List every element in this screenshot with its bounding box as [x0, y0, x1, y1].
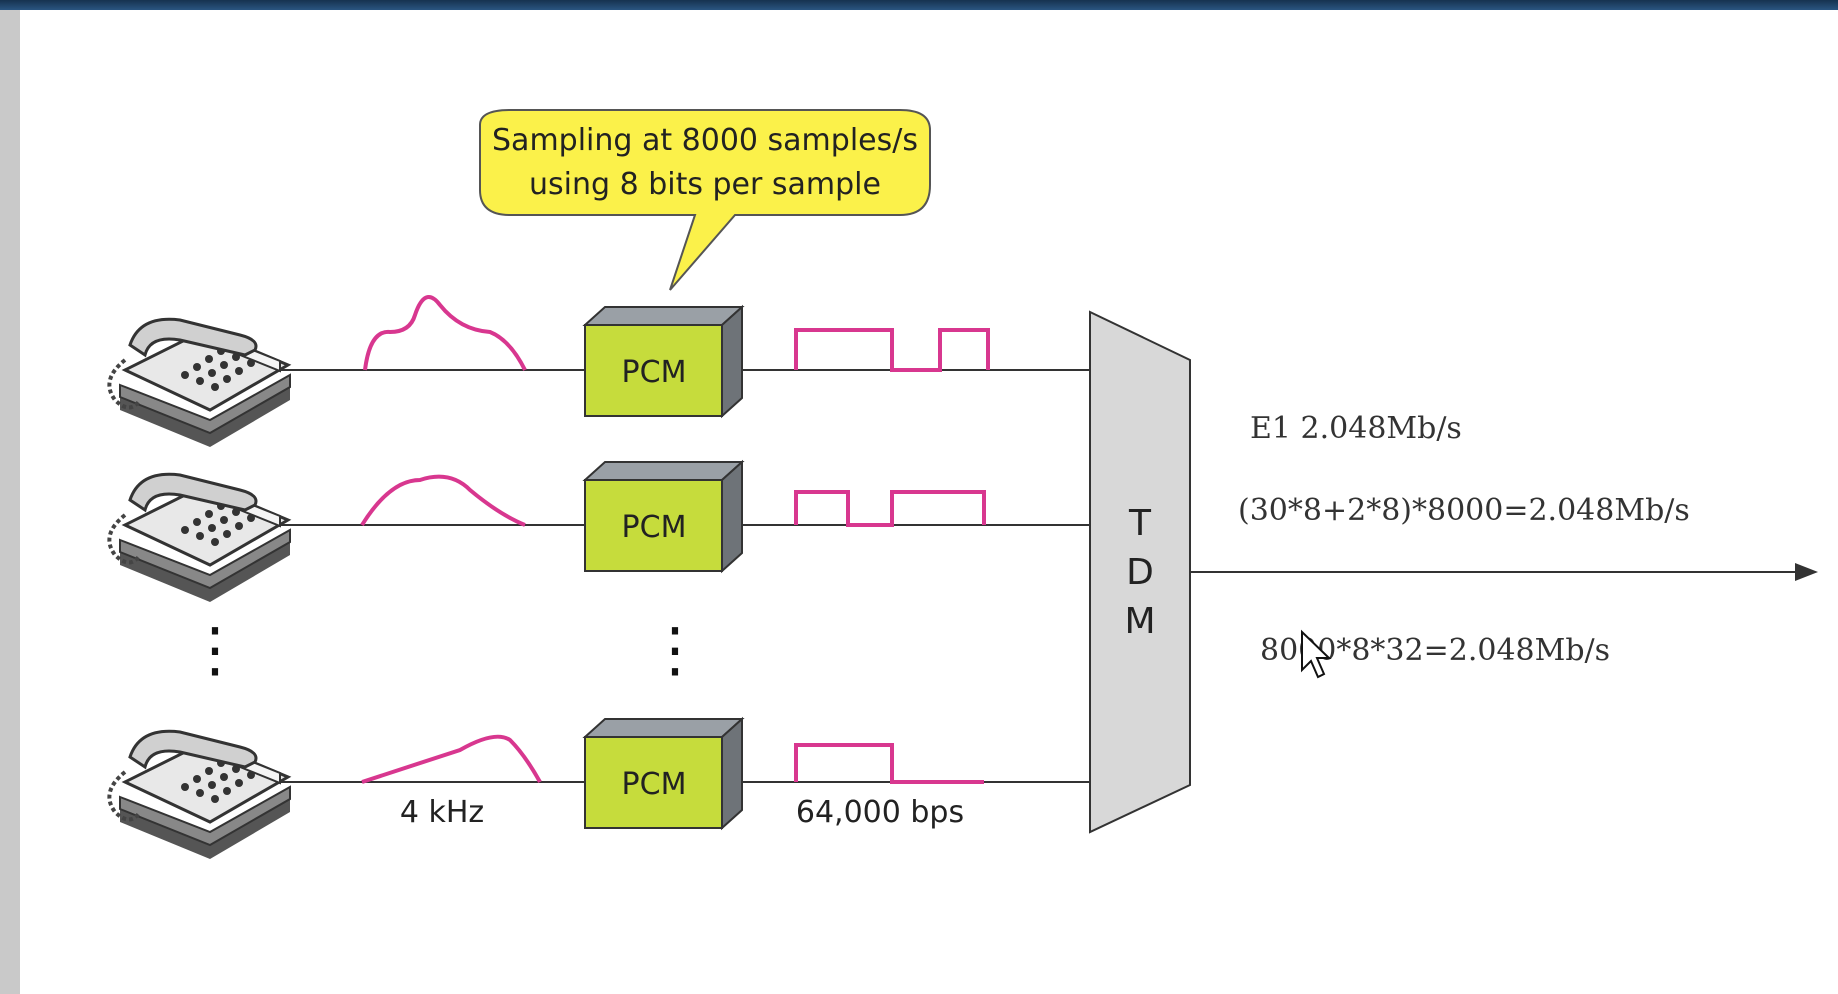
channel-ellipsis-middle: ⋮	[645, 615, 705, 685]
channel-1: PCM	[107, 295, 1090, 449]
pcm-encoder: PCM	[582, 716, 745, 831]
sampling-callout: Sampling at 8000 samples/s using 8 bits …	[479, 109, 931, 291]
tdm-letter-d: D	[1126, 552, 1154, 593]
annotation-e1-rate: E1 2.048Mb/s	[1250, 411, 1462, 446]
tdm-letter-t: T	[1128, 503, 1152, 544]
title-bar	[0, 0, 1838, 10]
callout-line-1: Sampling at 8000 samples/s	[492, 123, 918, 158]
tdm-letter-m: M	[1124, 601, 1155, 642]
annotation-frame-calc: (30*8+2*8)*8000=2.048Mb/s	[1238, 493, 1690, 528]
digital-signal	[794, 328, 990, 372]
digital-signal	[794, 490, 986, 527]
telephone-icon	[107, 317, 292, 449]
tdm-pcm-diagram: Sampling at 8000 samples/s using 8 bits …	[107, 109, 1818, 861]
analog-signal	[361, 734, 542, 784]
digital-signal	[794, 743, 984, 784]
analog-signal	[360, 474, 526, 527]
telephone-icon	[107, 729, 292, 861]
pcm-label: PCM	[622, 510, 687, 545]
pcm-encoder: PCM	[582, 459, 745, 574]
channel-ellipsis-left: ⋮	[185, 615, 245, 685]
analog-bandwidth-label: 4 kHz	[400, 795, 484, 830]
channel-n: PCM 4 kHz 64,000 bps	[107, 716, 1090, 861]
analog-signal	[363, 295, 527, 371]
slide: Sampling at 8000 samples/s using 8 bits …	[20, 10, 1838, 994]
mouse-pointer-icon	[1301, 629, 1332, 679]
pcm-encoder: PCM	[582, 304, 745, 419]
pcm-label: PCM	[622, 355, 687, 390]
telephone-icon	[107, 472, 292, 604]
pcm-label: PCM	[622, 767, 687, 802]
callout-line-2: using 8 bits per sample	[529, 167, 881, 202]
channel-2: PCM	[107, 459, 1090, 604]
tdm-multiplexer: T D M	[1089, 310, 1191, 834]
output-arrow	[1190, 563, 1818, 581]
digital-rate-label: 64,000 bps	[796, 795, 964, 830]
